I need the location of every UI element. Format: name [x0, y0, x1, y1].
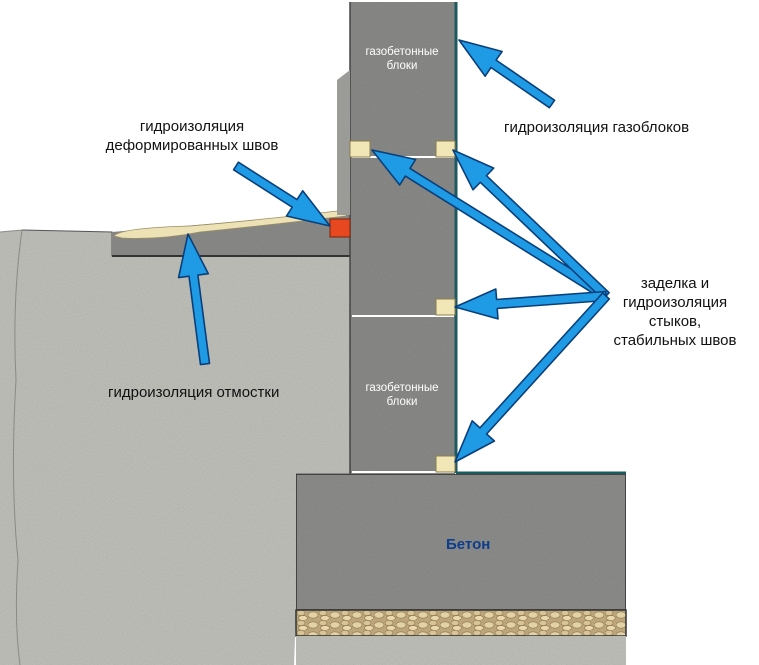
waterproof-blocks-label: гидроизоляция газоблоков	[504, 119, 690, 136]
stable-joints-label: заделка и гидроизоляция стыков, стабильн…	[613, 275, 737, 349]
arrow-icon	[454, 288, 608, 320]
arrow-icon	[458, 39, 556, 109]
concrete-label: Бетон	[446, 536, 491, 553]
blind-area-label: гидроизоляция отмостки	[108, 384, 280, 401]
blocks-label-bottom: газобетонные блоки	[352, 381, 452, 409]
arrow-icon	[371, 149, 610, 301]
arrow-icon	[452, 149, 610, 301]
arrows	[177, 39, 611, 463]
arrow-icon	[454, 292, 611, 463]
arrow-icon	[177, 233, 211, 366]
blocks-label-top-text: газобетонные блоки	[365, 46, 439, 72]
joint-fillers	[349, 140, 456, 473]
blocks-label-top: газобетонные блоки	[352, 45, 452, 73]
arrow-icon	[232, 161, 331, 227]
blocks-label-bottom-text: газобетонные блоки	[365, 382, 439, 408]
deformed-joint-seal	[329, 218, 351, 238]
deformed-joints-label: гидроизоляция деформированных швов	[105, 118, 279, 154]
gravel-bed	[295, 609, 627, 665]
